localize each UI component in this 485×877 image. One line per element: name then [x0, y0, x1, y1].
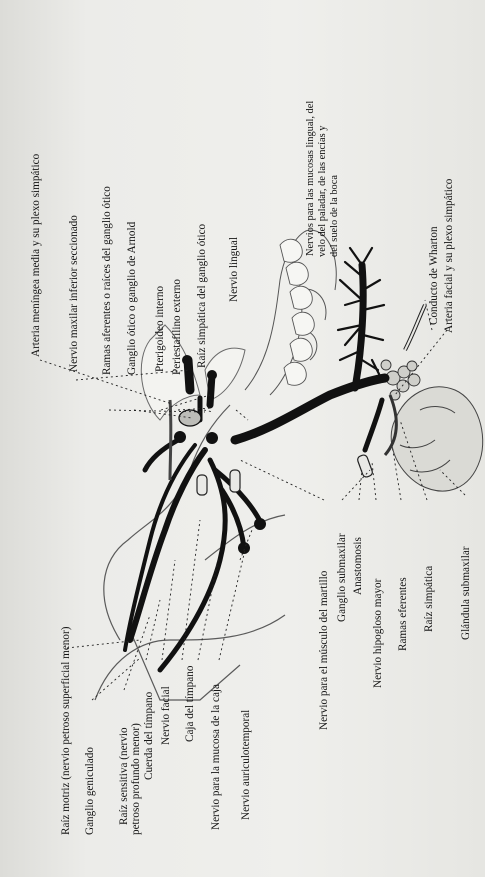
wharton-duct-inner	[405, 305, 425, 350]
label-ramas-aferentes: Ramas aferentes o raíces del ganglio óti…	[101, 186, 113, 375]
label-nervio-lingual: Nervio lingual	[228, 237, 240, 302]
label-nervios-mucosas-line3: del suelo de la boca	[330, 175, 341, 257]
label-raiz-sensitiva-line1: Raíz sensitiva (nervio	[118, 727, 130, 825]
label-ganglio-submaxilar: Ganglio submaxilar	[336, 533, 348, 622]
label-nervio-maxilar-inferior: Nervio maxilar inferior seccionado	[68, 215, 80, 372]
teeth-outline	[280, 239, 314, 385]
label-ganglio-geniculado: Ganglio geniculado	[84, 747, 96, 835]
label-ganglio-otico: Ganglio ótico o ganglio de Arnold	[126, 222, 138, 375]
label-nervios-mucosas-line1: Nervios para las mucosas lingual, del	[306, 101, 317, 256]
label-nervio-facial: Nervio facial	[160, 686, 172, 745]
label-nervio-mucosa-caja: Nervio para la mucosa de la caja	[210, 684, 222, 830]
label-cuerda-del-timpano: Cuerda del tímpano	[143, 692, 155, 780]
label-caja-del-timpano: Caja del tímpano	[184, 666, 196, 742]
label-raiz-simpatica: Raíz simpática	[423, 566, 435, 632]
label-nervio-hipogloso: Nervio hipogloso mayor	[372, 579, 384, 688]
label-nervio-auriculotemporal: Nervio auriculotemporal	[240, 710, 252, 820]
label-nervio-musculo-martillo: Nervio para el músculo del martillo	[318, 571, 330, 730]
submaxillary-gland	[391, 387, 483, 491]
label-raiz-simpatica-otico: Raíz simpática del ganglio ótico	[196, 224, 208, 368]
label-ramas-eferentes: Ramas eferentes	[397, 577, 409, 651]
label-anastomosis: Anastomosis	[352, 537, 364, 595]
label-periestafilino-externo: Periestafilino externo	[171, 279, 183, 375]
label-raiz-sensitiva-line2: petroso profundo menor)	[130, 723, 142, 835]
label-pterigoideo-interno: Pterigoideo interno	[154, 286, 166, 372]
label-arteria-meningea: Arteria meníngea media y su plexo simpát…	[30, 154, 42, 357]
label-nervios-mucosas-line2: velo del paladar, de las encías y	[318, 126, 329, 257]
label-glandula-submaxilar: Glándula submaxilar	[460, 546, 472, 640]
label-raiz-motriz: Raíz motriz (nervio petroso superficial …	[60, 627, 72, 835]
middle-meningeal-artery	[170, 400, 171, 480]
label-arteria-facial: Arteria facial y su plexo simpático	[443, 179, 455, 333]
label-conducto-wharton: Conducto de Wharton	[428, 226, 440, 325]
